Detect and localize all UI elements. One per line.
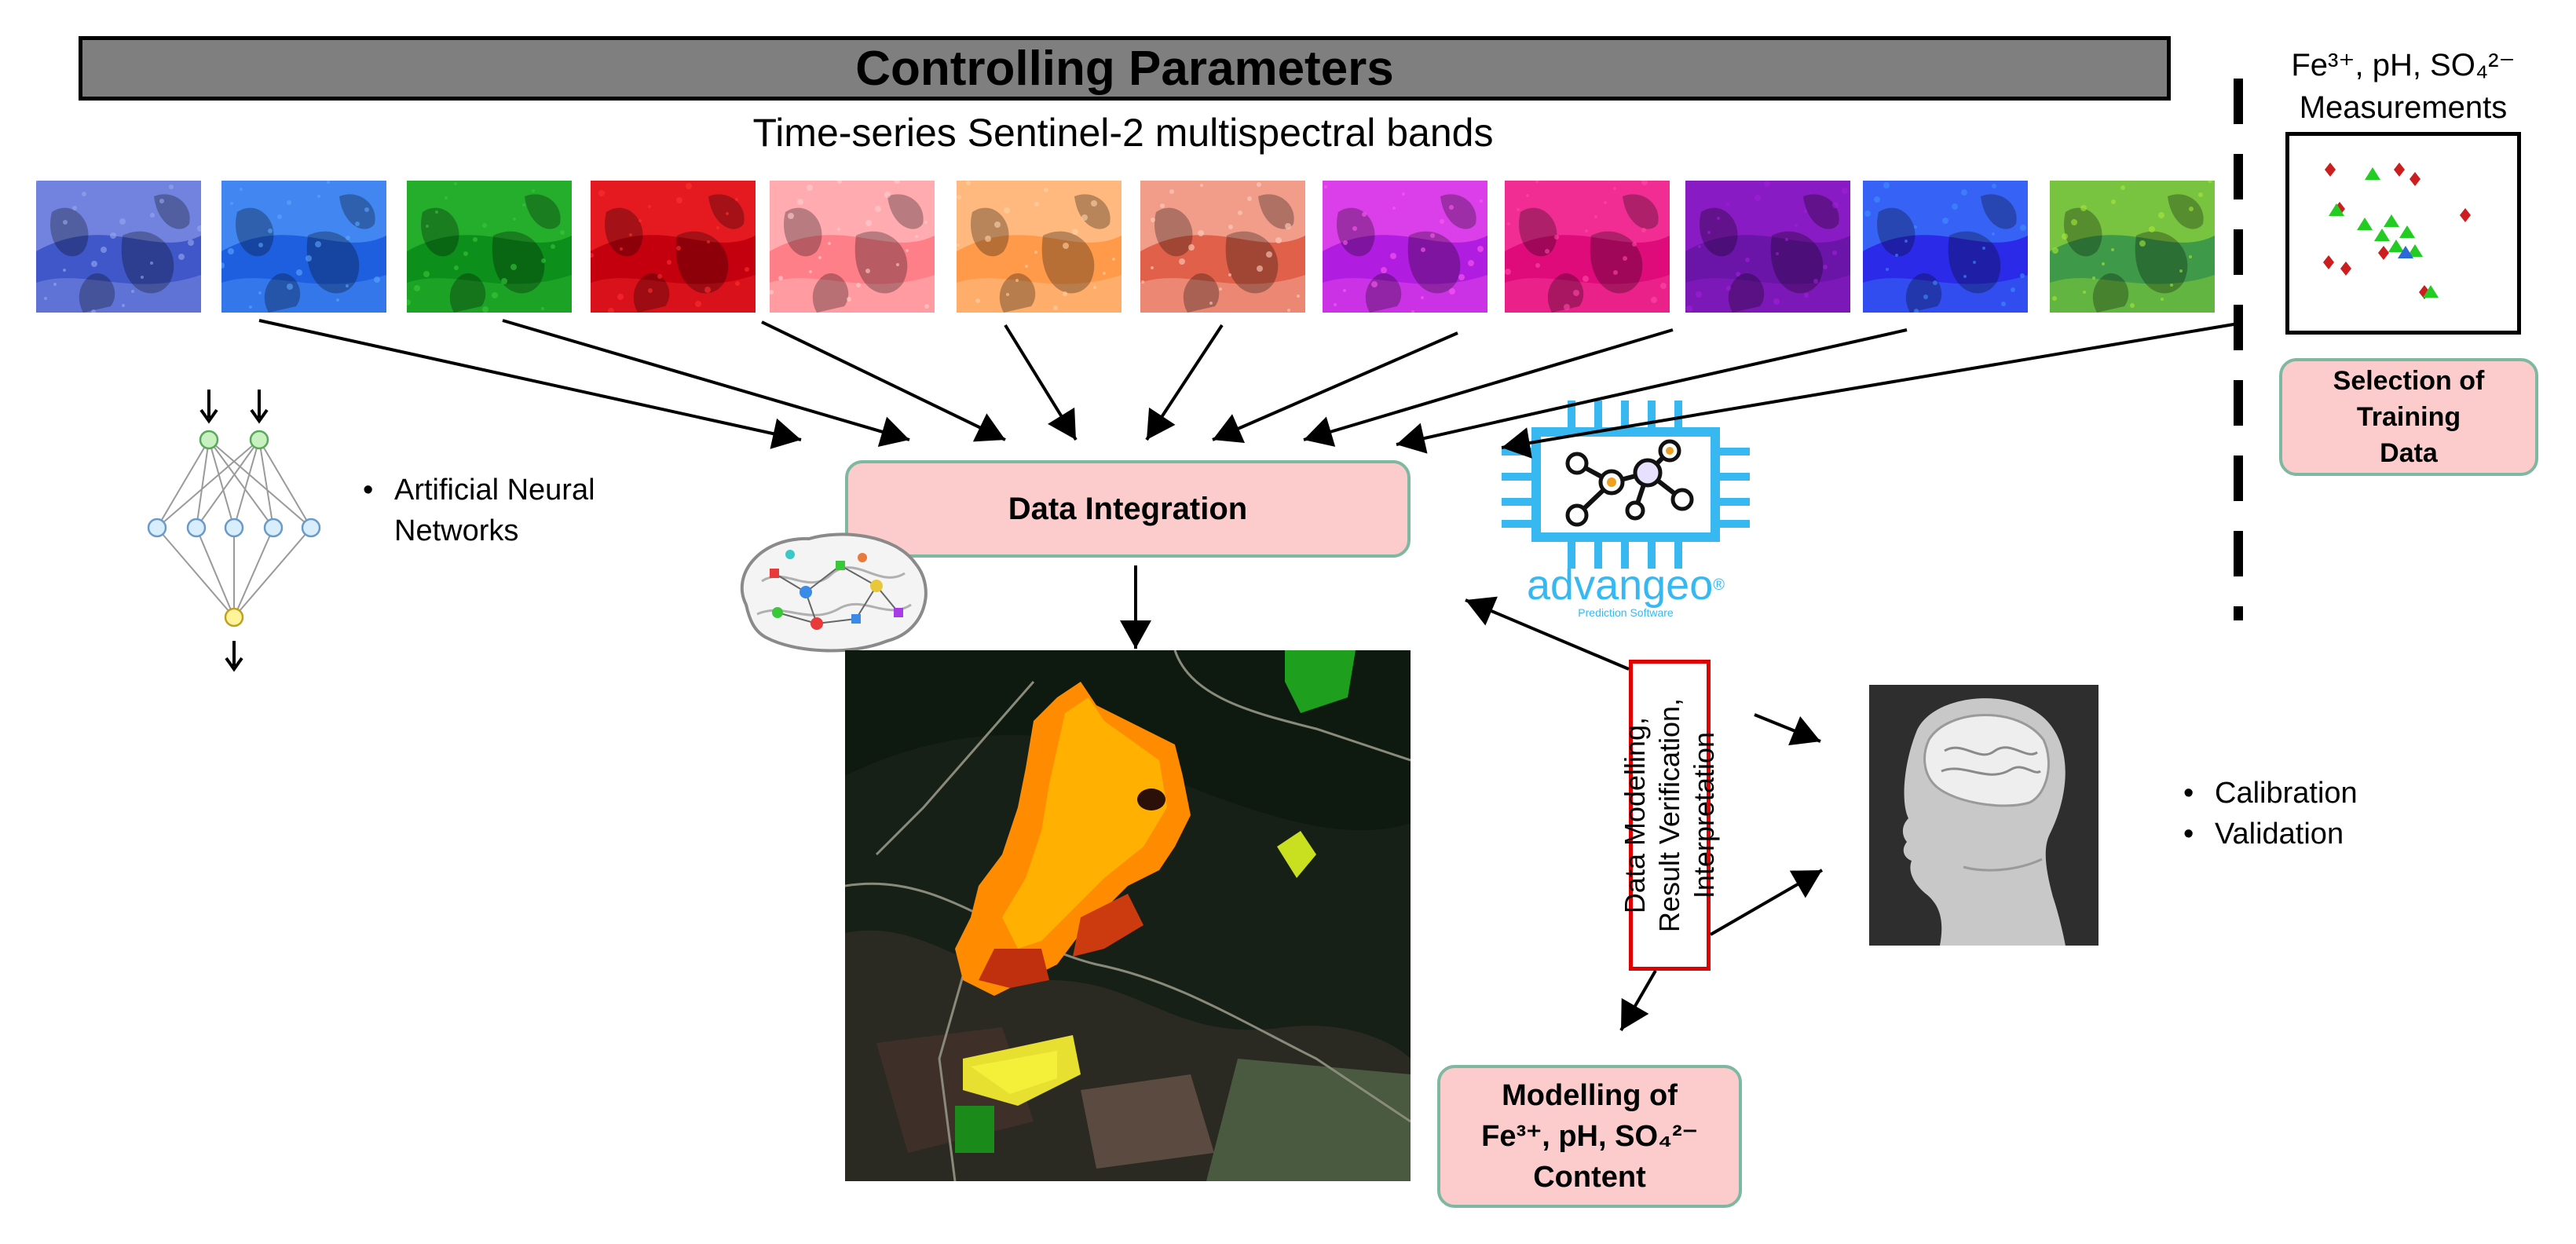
band-thumbnail-7 <box>1140 181 1305 313</box>
band-thumbnail-3 <box>407 181 572 313</box>
training-line1: Selection of <box>2333 366 2485 396</box>
modelling-vertical-line1: Data Modelling, <box>1619 716 1651 914</box>
arrow-band1 <box>258 319 802 449</box>
prediction-map <box>845 650 1411 1181</box>
header-title: Controlling Parameters <box>855 41 1394 96</box>
ann-line1: Artificial Neural <box>394 474 595 507</box>
band-thumbnail-2 <box>221 181 386 313</box>
band-thumbnail-10 <box>1685 181 1850 313</box>
modelling-output-box: Modelling of Fe³⁺, pH, SO₄²⁻ Content <box>1437 1065 1742 1208</box>
arrow-band6 <box>1212 331 1458 443</box>
training-data-box: Selection of Training Data <box>2279 358 2538 476</box>
measurements-title: Fe³⁺, pH, SO₄²⁻ Measurements <box>2246 44 2560 129</box>
training-line2: Training <box>2356 402 2461 432</box>
brain-network-icon <box>740 532 928 653</box>
arrow-to-output <box>1619 969 1657 1032</box>
modelling-verification-text: Data Modelling, Result Verification, Int… <box>1618 662 1722 968</box>
measurements-scatter <box>2323 163 2471 299</box>
modelling-line3: Content <box>1533 1161 1646 1194</box>
advangeo-chip-logo: advangeo® Prediction Software <box>1502 401 1750 620</box>
arrow-band4 <box>1004 324 1078 441</box>
chip-icon <box>1502 401 1750 569</box>
advangeo-registered: ® <box>1713 576 1725 594</box>
arrow-band3 <box>761 320 1006 442</box>
validation-item: Validation <box>2215 818 2344 851</box>
band-thumbnail-9 <box>1505 181 1670 313</box>
modelling-vertical-line2: Result Verification, <box>1653 697 1685 933</box>
modelling-vertical-line3: Interpretation <box>1688 731 1720 899</box>
measurements-title-line2: Measurements <box>2299 90 2508 125</box>
header-bar: Controlling Parameters <box>79 36 2171 101</box>
calibration-list: •Calibration •Validation <box>2183 773 2358 854</box>
measurements-scatter-box <box>2285 132 2521 335</box>
bands-subtitle: Time-series Sentinel-2 multispectral ban… <box>752 111 1494 155</box>
advangeo-brand: advangeo <box>1527 562 1714 609</box>
data-integration-box: Data Integration <box>845 460 1411 558</box>
modelling-line1: Modelling of <box>1502 1079 1678 1112</box>
band-thumbnail-6 <box>957 181 1122 313</box>
arrow-band5 <box>1145 324 1224 441</box>
arrow-band2 <box>502 319 910 448</box>
ann-label: •Artificial Neural Networks <box>363 470 595 551</box>
modelling-line2: Fe³⁺, pH, SO₄²⁻ <box>1481 1120 1698 1153</box>
measurements-title-line1: Fe³⁺, pH, SO₄²⁻ <box>2291 48 2516 82</box>
band-thumbnail-1 <box>36 181 201 313</box>
band-thumbnail-5 <box>770 181 935 313</box>
ann-network-diagram <box>147 390 321 672</box>
data-integration-label: Data Integration <box>1008 491 1248 526</box>
ann-line2: Networks <box>394 514 519 547</box>
training-line3: Data <box>2380 438 2438 468</box>
band-thumbnail-12 <box>2050 181 2215 313</box>
calibration-item: Calibration <box>2215 777 2358 810</box>
dashed-divider <box>2234 79 2243 620</box>
head-brain-image <box>1869 685 2098 946</box>
advangeo-tagline: Prediction Software <box>1578 606 1674 619</box>
band-thumbnail-11 <box>1863 181 2028 313</box>
band-thumbnail-8 <box>1323 181 1487 313</box>
band-thumbnail-4 <box>591 181 756 313</box>
modelling-verification-box <box>1629 660 1711 971</box>
arrow-to-head-upper <box>1754 713 1821 746</box>
arrow-to-head-lower <box>1709 869 1824 936</box>
